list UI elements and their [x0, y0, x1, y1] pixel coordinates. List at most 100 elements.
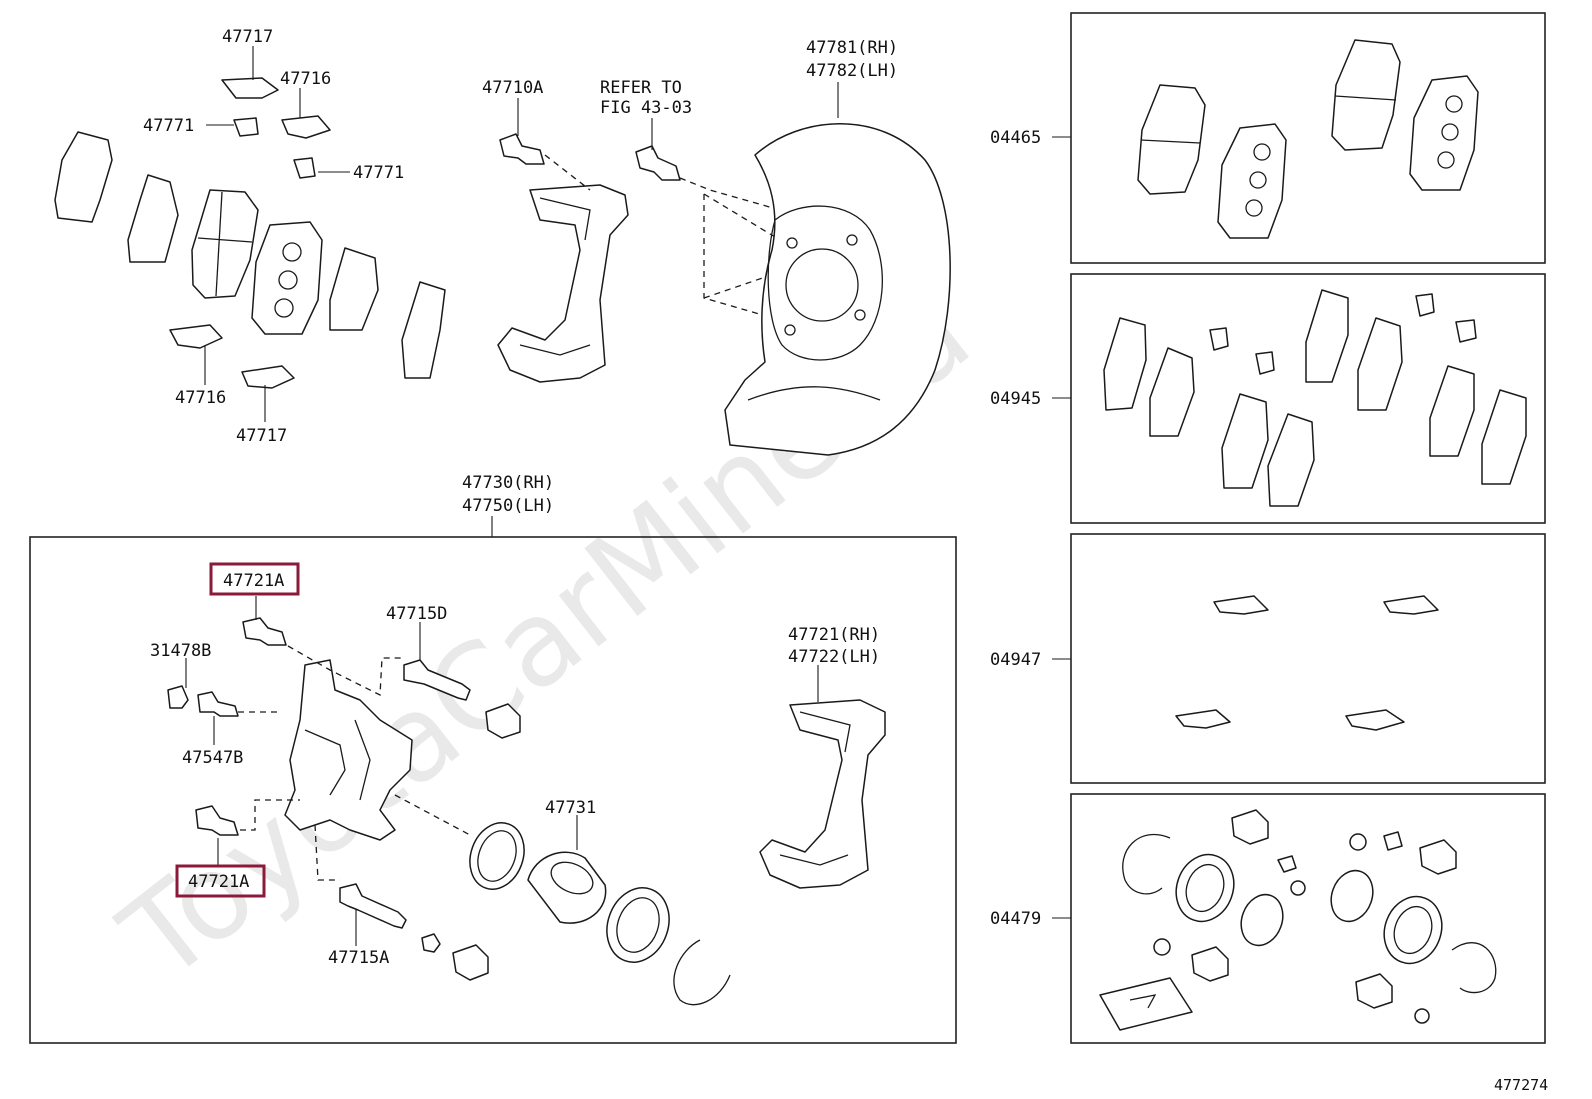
- kit-04945-shim-3[interactable]: [1221, 393, 1269, 489]
- kit-04947-plates: [1175, 595, 1439, 731]
- kit-04479-pin-boot-4[interactable]: [1355, 973, 1393, 1009]
- highlight-47721A-bottom: [175, 864, 266, 898]
- pad-support-plate-bottom-a[interactable]: [169, 324, 223, 349]
- label-47710A: 47710A: [482, 78, 543, 98]
- figure-number: 477274: [1494, 1076, 1548, 1094]
- kit-04465-pad-3[interactable]: [1331, 39, 1401, 151]
- kit-04945-shim-4[interactable]: [1267, 413, 1315, 507]
- label-47716-top: 47716: [280, 69, 331, 89]
- pad-support-plate-bottom-b[interactable]: [241, 365, 295, 389]
- bushing-lower[interactable]: [421, 933, 441, 953]
- kit-04945-shim-1[interactable]: [1103, 317, 1147, 411]
- label-47781-rh: 47781(RH): [806, 38, 898, 58]
- leaders-top-left: [204, 46, 350, 422]
- kit-04479-ring-left[interactable]: [1122, 833, 1171, 895]
- disc-dust-cover-group: [724, 123, 951, 456]
- caliper-parts-group: [167, 617, 886, 1006]
- kit-04945-shim-6[interactable]: [1357, 317, 1403, 411]
- anti-squeal-shim[interactable]: [127, 174, 179, 263]
- kit-04479-seal-right[interactable]: [1324, 865, 1379, 928]
- kit-04479-ring-right[interactable]: [1451, 942, 1497, 994]
- label-47715D: 47715D: [386, 604, 447, 624]
- piston-seal[interactable]: [461, 815, 533, 897]
- cylinder-boot[interactable]: [597, 879, 679, 971]
- anti-rattle-clip-a[interactable]: [233, 117, 259, 137]
- guide-pin-47715D[interactable]: [403, 659, 471, 701]
- bleeder-screw[interactable]: [197, 691, 239, 717]
- inner-shim[interactable]: [329, 247, 379, 331]
- kit-04479-grease-pack[interactable]: [1099, 977, 1193, 1031]
- kit-04479-clip-2[interactable]: [1383, 831, 1403, 851]
- label-kit-04465: 04465: [990, 128, 1041, 148]
- kit-04945-shim-8[interactable]: [1481, 389, 1527, 485]
- bleeder-plug-cap[interactable]: [167, 685, 189, 709]
- label-47721A-top: 47721A: [223, 571, 284, 591]
- brake-pad-inner[interactable]: [251, 221, 323, 335]
- caliper-assembly-box: [29, 536, 957, 1044]
- label-47721-rh: 47721(RH): [788, 625, 880, 645]
- pad-support-plate-top-a[interactable]: [221, 77, 279, 99]
- kit-04479-pin-boot-1[interactable]: [1231, 809, 1269, 845]
- highlight-47721A-top: [209, 562, 300, 596]
- caliper-mounting-bracket[interactable]: [759, 699, 886, 889]
- brake-pad-outer[interactable]: [191, 189, 259, 299]
- label-47717-top: 47717: [222, 27, 273, 47]
- set-ring[interactable]: [673, 939, 731, 1006]
- pin-boot-upper[interactable]: [485, 703, 521, 739]
- kit-04479-seal-left[interactable]: [1234, 889, 1289, 952]
- kit-04465-pads: [1137, 39, 1479, 239]
- kit-04479-bushing-3[interactable]: [1290, 880, 1306, 896]
- label-47771-left: 47771: [143, 116, 194, 136]
- kit-04479-seals: [1099, 809, 1497, 1031]
- kit-04945-shim-5[interactable]: [1305, 289, 1349, 383]
- kit-04947-plate-2[interactable]: [1383, 595, 1439, 615]
- pad-support-plate-top-b[interactable]: [281, 115, 331, 139]
- bolt-refer-fig[interactable]: [635, 145, 681, 181]
- kit-04465-pad-4[interactable]: [1409, 75, 1479, 191]
- label-refer-fig: FIG 43-03: [600, 98, 692, 118]
- anti-rattle-clip-b[interactable]: [293, 157, 316, 179]
- kit-04479-boot-left[interactable]: [1167, 846, 1243, 929]
- kit-04479-bushing-2[interactable]: [1153, 938, 1171, 956]
- kit-04945-clip-3[interactable]: [1415, 293, 1435, 317]
- kit-04479-pin-boot-2[interactable]: [1419, 839, 1457, 875]
- guide-pin-47715A[interactable]: [339, 883, 407, 929]
- kit-04947-plate-1[interactable]: [1213, 595, 1269, 615]
- kit-04479-pin-boot-3[interactable]: [1191, 946, 1229, 982]
- label-47750-lh: 47750(LH): [462, 496, 554, 516]
- kit-box-04465: [1070, 12, 1546, 264]
- label-31478B: 31478B: [150, 641, 211, 661]
- kit-04945-clip-2[interactable]: [1255, 351, 1275, 375]
- kit-04945-clip-1[interactable]: [1209, 327, 1229, 351]
- kit-04479-boot-right[interactable]: [1375, 888, 1451, 971]
- kit-04465-pad-1[interactable]: [1137, 84, 1206, 195]
- bolt-47721A-bottom[interactable]: [195, 805, 239, 836]
- outer-shim[interactable]: [54, 131, 113, 223]
- kit-04945-shim-7[interactable]: [1429, 365, 1475, 457]
- kit-04947-plate-4[interactable]: [1345, 709, 1405, 731]
- disc-dust-cover[interactable]: [724, 123, 951, 456]
- kit-04465-pad-2[interactable]: [1217, 123, 1287, 239]
- kit-04945-shim-2[interactable]: [1149, 347, 1195, 437]
- label-kit-04945: 04945: [990, 389, 1041, 409]
- bolt-47721A-top[interactable]: [242, 617, 287, 646]
- label-47547B: 47547B: [182, 748, 243, 768]
- label-47722-lh: 47722(LH): [788, 647, 880, 667]
- label-47717-bottom: 47717: [236, 426, 287, 446]
- pin-boot-lower[interactable]: [452, 944, 489, 981]
- bolt-47710A[interactable]: [499, 133, 545, 165]
- label-47782-lh: 47782(LH): [806, 61, 898, 81]
- kit-04479-bushing-4[interactable]: [1414, 1008, 1430, 1024]
- caliper-body[interactable]: [284, 659, 413, 841]
- caliper-torque-plate[interactable]: [497, 184, 629, 383]
- kit-04947-plate-3[interactable]: [1175, 709, 1231, 729]
- kit-04479-bushing-1[interactable]: [1349, 833, 1367, 851]
- kit-04945-clip-4[interactable]: [1455, 319, 1477, 343]
- kit-box-04947: [1070, 533, 1546, 784]
- label-47771-right: 47771: [353, 163, 404, 183]
- kit-04479-clip-1[interactable]: [1277, 855, 1297, 873]
- thin-shim[interactable]: [401, 281, 446, 379]
- label-47715A: 47715A: [328, 948, 389, 968]
- label-kit-04479: 04479: [990, 909, 1041, 929]
- pad-shim-group: [54, 77, 446, 389]
